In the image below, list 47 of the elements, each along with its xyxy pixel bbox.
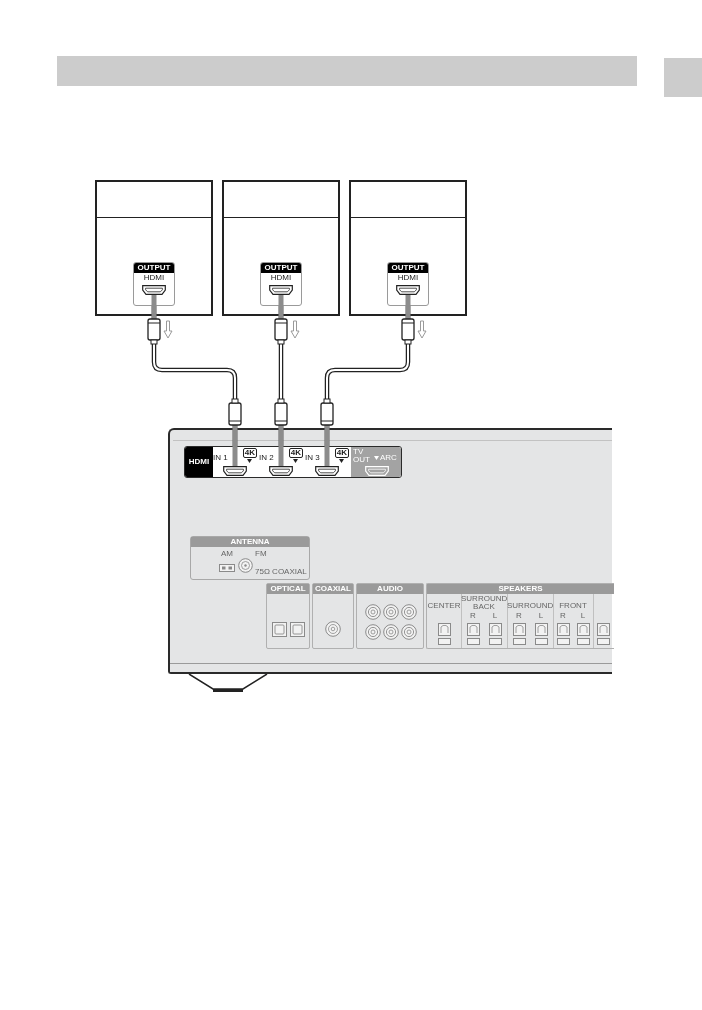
terminal-label: 75Ω COAXIAL xyxy=(255,568,307,576)
arc-label: ARC xyxy=(380,454,397,462)
port-label: IN 2 xyxy=(259,453,274,462)
resolution-badge: 4K xyxy=(288,448,303,458)
section-heading: AUDIO xyxy=(357,584,423,594)
hdmi-output-port xyxy=(133,262,175,306)
terminal-label: R xyxy=(559,612,567,620)
device-box xyxy=(349,180,467,316)
terminal-label: L xyxy=(579,612,587,620)
output-label: OUTPUT xyxy=(134,263,174,273)
device-box xyxy=(222,180,340,316)
port-label: IN 1 xyxy=(213,453,228,462)
speaker-terminal-panel xyxy=(426,583,614,649)
terminal-label: FM xyxy=(255,550,267,558)
section-heading: SPEAKERS xyxy=(427,584,614,594)
antenna-terminal-panel xyxy=(190,536,310,580)
terminal-label: FRONT xyxy=(558,602,588,610)
port-label: HDMI xyxy=(270,273,292,283)
port-label: HDMI xyxy=(143,273,165,283)
terminal-label: SURROUND BACK xyxy=(461,595,507,611)
terminal-label: L xyxy=(537,612,545,620)
section-heading: COAXIAL xyxy=(313,584,353,594)
hdmi-label: HDMI xyxy=(185,447,213,477)
terminal-label: R xyxy=(469,612,477,620)
receiver-rear-panel xyxy=(168,428,612,674)
resolution-badge: 4K xyxy=(334,448,349,458)
hdmi-output-port xyxy=(387,262,429,306)
output-label: OUTPUT xyxy=(261,263,301,273)
section-heading: ANTENNA xyxy=(191,537,309,547)
resolution-badge: 4K xyxy=(242,448,257,458)
terminal-label: L xyxy=(491,612,499,620)
port-label: TV OUT xyxy=(353,448,371,464)
terminal-label: SURROUND xyxy=(507,602,553,610)
device-box xyxy=(95,180,213,316)
output-label: OUTPUT xyxy=(388,263,428,273)
terminal-label: AM xyxy=(221,550,233,558)
hdmi-terminal-panel xyxy=(184,446,402,478)
hdmi-output-port xyxy=(260,262,302,306)
terminal-label: CENTER xyxy=(427,602,461,610)
optical-input-panel xyxy=(266,583,310,649)
port-label: IN 3 xyxy=(305,453,320,462)
tv-out-port xyxy=(351,447,401,477)
terminal-label: R xyxy=(515,612,523,620)
section-heading: OPTICAL xyxy=(267,584,309,594)
port-label: HDMI xyxy=(397,273,419,283)
coaxial-input-panel xyxy=(312,583,354,649)
audio-input-panel xyxy=(356,583,424,649)
